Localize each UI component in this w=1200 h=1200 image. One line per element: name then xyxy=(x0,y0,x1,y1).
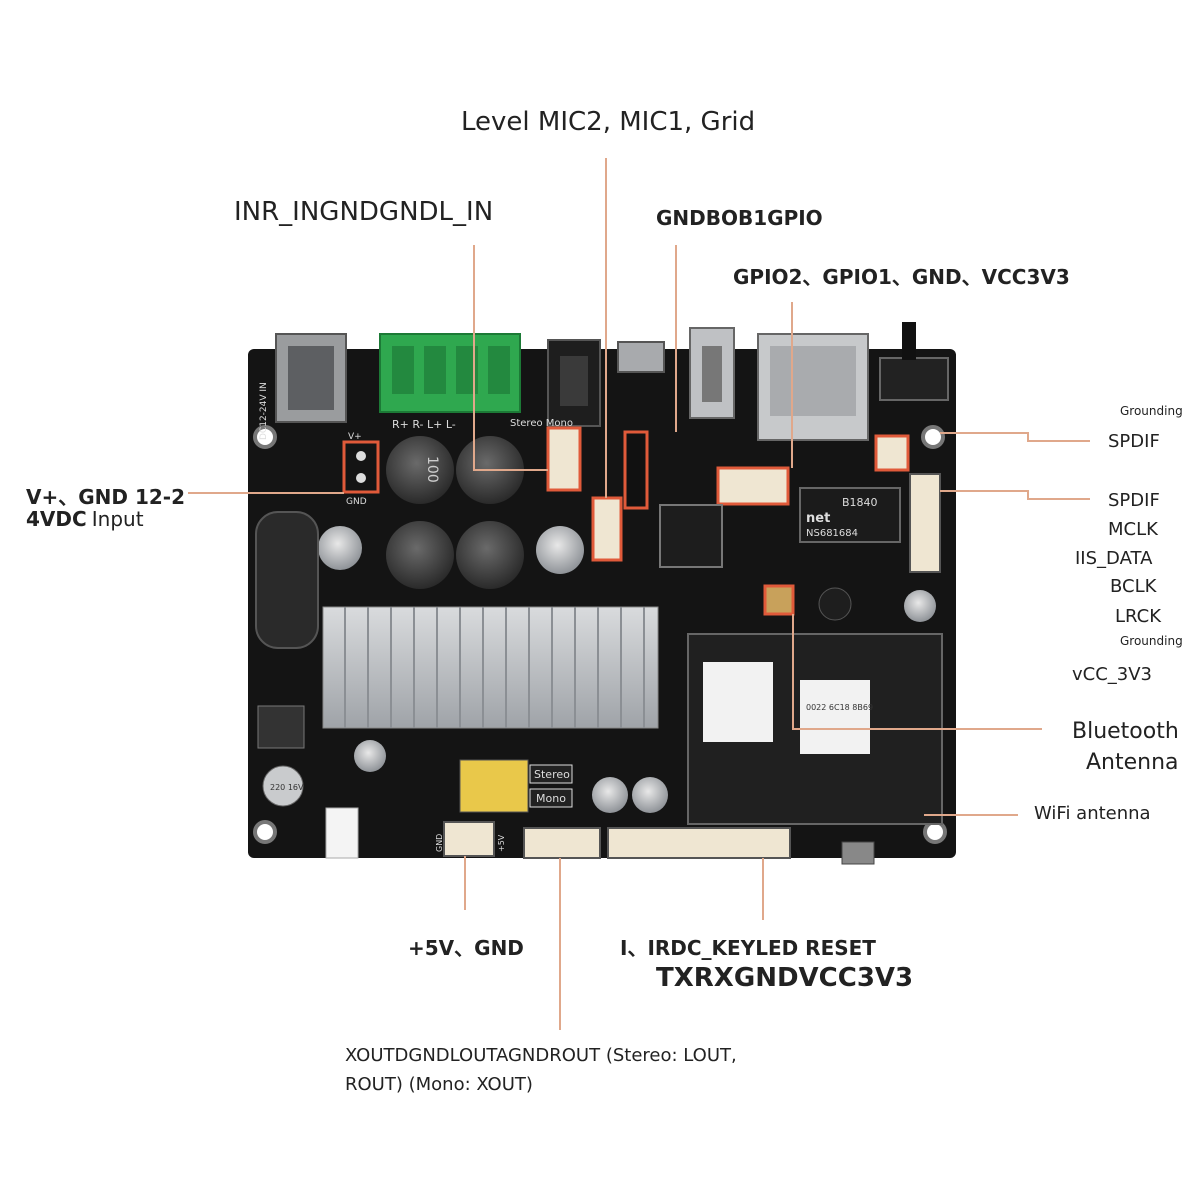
silk-vplus: V+ xyxy=(348,432,362,442)
label-bt-line2: Antenna xyxy=(1086,750,1179,775)
label-power-line1: V+、GND 12-2 xyxy=(26,485,186,509)
mounting-holes xyxy=(253,425,947,844)
label-gndbob: GNDBOB1GPIO xyxy=(656,206,823,230)
gpio-jst-header xyxy=(716,466,790,506)
power-header xyxy=(342,440,380,494)
silk-gnd: GND xyxy=(346,497,367,507)
label-grounding-top: Grounding xyxy=(1120,404,1183,418)
label-xout-line2: ROUT) (Mono: XOUT) xyxy=(345,1074,533,1095)
label-lrck: LRCK xyxy=(1115,606,1162,627)
silk-stereo: Stereo xyxy=(534,768,570,781)
heatsink xyxy=(322,606,659,729)
micro-usb xyxy=(617,341,665,373)
module-shield-2 xyxy=(800,680,870,754)
electrolytic-caps xyxy=(318,526,936,813)
label-iis-data: IIS_DATA xyxy=(1075,548,1153,569)
label-wifi: WiFi antenna xyxy=(1034,803,1151,824)
label-grounding-mid: Grounding xyxy=(1120,634,1183,648)
mic-header xyxy=(546,426,582,492)
label-xout-line1: XOUTDGNDLOUTAGNDROUT (Stereo: LOUT, xyxy=(345,1045,737,1066)
audio-out-connector xyxy=(523,827,601,859)
silk-chip-code: B1840 xyxy=(842,496,878,509)
bt-antenna-connector xyxy=(763,584,795,616)
module-shield-1 xyxy=(703,662,773,742)
label-ir-line1: I、IRDC_KEYLED RESET xyxy=(620,936,876,960)
label-ir-line2: TXRXGNDVCC3V3 xyxy=(656,963,914,993)
led xyxy=(325,807,359,859)
label-power-line2-bold: 4VDC xyxy=(26,507,87,531)
main-chip xyxy=(659,504,723,568)
label-bclk: BCLK xyxy=(1110,576,1157,597)
silk-stereo-mono-small: Stereo Mono xyxy=(510,418,573,429)
label-vcc-3v3: vCC_3V3 xyxy=(1072,664,1153,685)
power-5v-connector xyxy=(443,821,495,857)
silk-chip-part: NS681684 xyxy=(806,528,858,539)
leader-lines xyxy=(188,158,1090,1030)
silk-5v-pin: +5V xyxy=(497,834,506,852)
silk-terminals: R+ R- L+ L- xyxy=(392,418,456,431)
tact-switch xyxy=(879,357,949,401)
silk-dc-in: DC12-24V IN xyxy=(259,382,269,440)
label-gpio-row: GPIO2、GPIO1、GND、VCC3V3 xyxy=(733,265,1070,289)
silk-chip-brand: net xyxy=(806,511,830,526)
network-transformer xyxy=(799,487,901,543)
label-level-mic: Level MIC2, MIC1, Grid xyxy=(461,107,756,137)
label-5v-gnd: +5V、GND xyxy=(408,936,524,960)
label-spdif: SPDIF xyxy=(1108,490,1160,511)
label-inr-in: INR_INGNDGNDL_IN xyxy=(234,197,494,227)
ir-uart-connector xyxy=(607,827,791,859)
i2s-header xyxy=(909,473,941,573)
spdif-small-header xyxy=(874,434,910,472)
silk-gnd-pin: GND xyxy=(435,834,444,852)
label-power-line2-rest: Input xyxy=(91,507,144,531)
label-bt-line1: Bluetooth xyxy=(1072,719,1179,744)
power-inductor xyxy=(257,705,305,749)
pin-header-vertical xyxy=(623,430,649,510)
gpio-header-small xyxy=(591,496,623,562)
bulk-capacitor xyxy=(255,511,319,649)
label-power-line2: 4VDC Input xyxy=(26,508,144,530)
label-mclk: MCLK xyxy=(1108,519,1158,540)
silk-cap-small: 220 16V xyxy=(270,783,304,792)
silk-module-code: 0022 6C18 8B69 xyxy=(806,703,873,712)
bottom-switch xyxy=(841,841,875,865)
silk-inductor-value: 100 xyxy=(424,456,440,483)
mode-jumper xyxy=(459,759,529,813)
label-spdif-top: SPDIF xyxy=(1108,431,1160,452)
small-capacitor xyxy=(262,765,304,807)
silk-mono: Mono xyxy=(536,792,566,805)
